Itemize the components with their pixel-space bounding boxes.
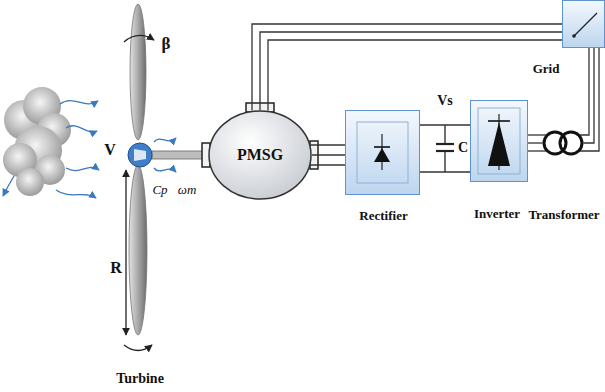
rotation-arrow bbox=[124, 345, 152, 351]
grid-switch bbox=[574, 13, 597, 36]
wind-arrow bbox=[60, 101, 98, 104]
transformer-outline bbox=[540, 128, 586, 158]
wind-arrow bbox=[154, 138, 176, 142]
wind-arrow bbox=[3, 176, 14, 196]
wire bbox=[528, 134, 546, 135]
capacitor-lead bbox=[444, 151, 445, 172]
wire bbox=[580, 48, 599, 151]
turbine-hub bbox=[128, 143, 152, 167]
turbine-shaft bbox=[152, 151, 204, 159]
turbine-caption: Turbine bbox=[116, 371, 164, 387]
capacitor-symbol: C bbox=[458, 140, 468, 156]
pitch-arrow bbox=[124, 35, 154, 42]
node-label: Grid bbox=[533, 62, 560, 77]
power-line bbox=[252, 24, 562, 111]
diode-bar bbox=[374, 146, 390, 148]
wire bbox=[311, 164, 345, 165]
turbine-blade bbox=[130, 4, 146, 140]
wind-arrow bbox=[154, 168, 176, 172]
inverter-symbol bbox=[488, 122, 510, 166]
speed-symbol: ωm bbox=[178, 182, 197, 198]
node-label: PMSG bbox=[237, 146, 283, 164]
wire bbox=[311, 144, 345, 145]
cloud-puff bbox=[16, 168, 44, 196]
power-line bbox=[311, 145, 345, 165]
wire bbox=[420, 171, 470, 172]
wind-arrow bbox=[66, 167, 99, 170]
dc-voltage-symbol: Vs bbox=[437, 93, 453, 109]
generator-body bbox=[209, 111, 311, 199]
radius-symbol: R bbox=[110, 259, 122, 277]
inverter-fill bbox=[470, 100, 528, 182]
power-line bbox=[580, 48, 599, 151]
wire bbox=[528, 142, 543, 143]
wire bbox=[584, 48, 595, 143]
diode-symbol bbox=[374, 148, 390, 162]
radius-arrow bbox=[125, 170, 126, 335]
wire bbox=[252, 24, 562, 111]
turbine-blade bbox=[129, 165, 147, 335]
node-label: Inverter bbox=[474, 207, 520, 222]
wind-arrow bbox=[66, 126, 97, 132]
grid-box: Grid bbox=[562, 0, 605, 48]
capacitor-lead bbox=[444, 125, 445, 144]
hub-detail bbox=[134, 149, 146, 161]
inverter-box: Inverter bbox=[470, 100, 528, 182]
capacitor-plate bbox=[436, 143, 454, 145]
wire bbox=[580, 48, 589, 135]
wire bbox=[312, 154, 345, 155]
inverter-bar bbox=[488, 120, 510, 122]
node-label: Transformer bbox=[528, 208, 599, 223]
wind-arrow bbox=[56, 190, 96, 198]
rectifier-inner bbox=[357, 122, 408, 183]
angle-symbol: β bbox=[162, 34, 171, 54]
rectifier-box: Rectifier bbox=[345, 110, 420, 195]
generator-ellipse: PMSG bbox=[208, 110, 312, 200]
wire bbox=[420, 124, 470, 125]
rectifier-fill bbox=[345, 110, 420, 195]
grid-fill bbox=[562, 0, 605, 48]
wind-speed-symbol: V bbox=[104, 141, 116, 159]
inverter-inner bbox=[478, 108, 520, 174]
dc-capacitor bbox=[436, 125, 454, 172]
transformer-coil bbox=[560, 132, 582, 154]
power-line bbox=[420, 125, 470, 172]
switch-contact bbox=[572, 34, 576, 38]
wire bbox=[528, 150, 546, 151]
node-label: Rectifier bbox=[359, 209, 407, 224]
wind-arrows bbox=[3, 101, 176, 198]
wire bbox=[260, 32, 562, 110]
transformer-symbol: Transformer bbox=[540, 128, 586, 158]
power-coefficient-symbol: Cp bbox=[152, 182, 167, 198]
